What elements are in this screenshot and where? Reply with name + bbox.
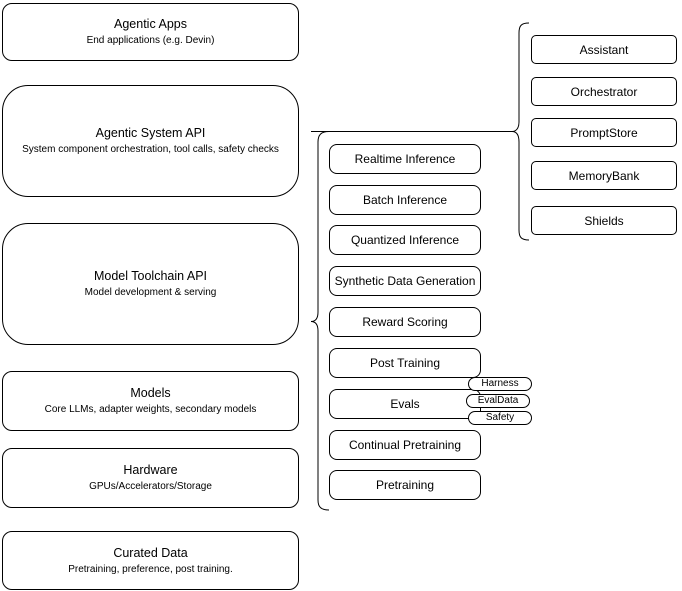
pill-safety: Safety (468, 411, 532, 425)
pill-harness: Harness (468, 377, 532, 391)
node-agentic-apps-title: Agentic Apps (114, 17, 187, 31)
node-curated-data-subtitle: Pretraining, preference, post training. (68, 563, 233, 575)
node-evals: Evals (329, 389, 481, 419)
node-hardware-subtitle: GPUs/Accelerators/Storage (89, 481, 212, 492)
node-memorybank: MemoryBank (531, 161, 677, 190)
node-shields: Shields (531, 206, 677, 235)
components-brace (511, 22, 530, 241)
node-realtime-inference: Realtime Inference (329, 144, 481, 174)
node-models: Models Core LLMs, adapter weights, secon… (2, 371, 299, 431)
node-agentic-system-api-subtitle: System component orchestration, tool cal… (22, 144, 279, 155)
node-batch-inference: Batch Inference (329, 185, 481, 215)
node-quantized-inference: Quantized Inference (329, 225, 481, 255)
toolchain-brace (310, 131, 330, 511)
node-post-training: Post Training (329, 348, 481, 378)
node-agentic-system-api: Agentic System API System component orch… (2, 85, 299, 197)
node-continual-pretraining: Continual Pretraining (329, 430, 481, 460)
node-models-subtitle: Core LLMs, adapter weights, secondary mo… (44, 404, 257, 415)
node-curated-data-title: Curated Data (113, 545, 188, 560)
pill-evaldata: EvalData (466, 394, 530, 408)
node-promptstore: PromptStore (531, 118, 677, 147)
node-orchestrator: Orchestrator (531, 77, 677, 106)
node-reward-scoring: Reward Scoring (329, 307, 481, 337)
node-assistant: Assistant (531, 35, 677, 64)
node-model-toolchain-api: Model Toolchain API Model development & … (2, 223, 299, 345)
node-model-toolchain-api-title: Model Toolchain API (93, 269, 208, 283)
node-model-toolchain-api-subtitle: Model development & serving (84, 287, 217, 298)
node-curated-data: Curated Data Pretraining, preference, po… (2, 531, 299, 590)
node-agentic-apps-subtitle: End applications (e.g. Devin) (86, 35, 215, 46)
node-agentic-system-api-title: Agentic System API (95, 126, 206, 140)
node-synthetic-data-generation: Synthetic Data Generation (329, 266, 481, 296)
node-hardware: Hardware GPUs/Accelerators/Storage (2, 448, 299, 508)
node-pretraining: Pretraining (329, 470, 481, 500)
node-models-title: Models (130, 386, 171, 400)
node-agentic-apps: Agentic Apps End applications (e.g. Devi… (2, 3, 299, 61)
node-hardware-title: Hardware (123, 463, 178, 477)
